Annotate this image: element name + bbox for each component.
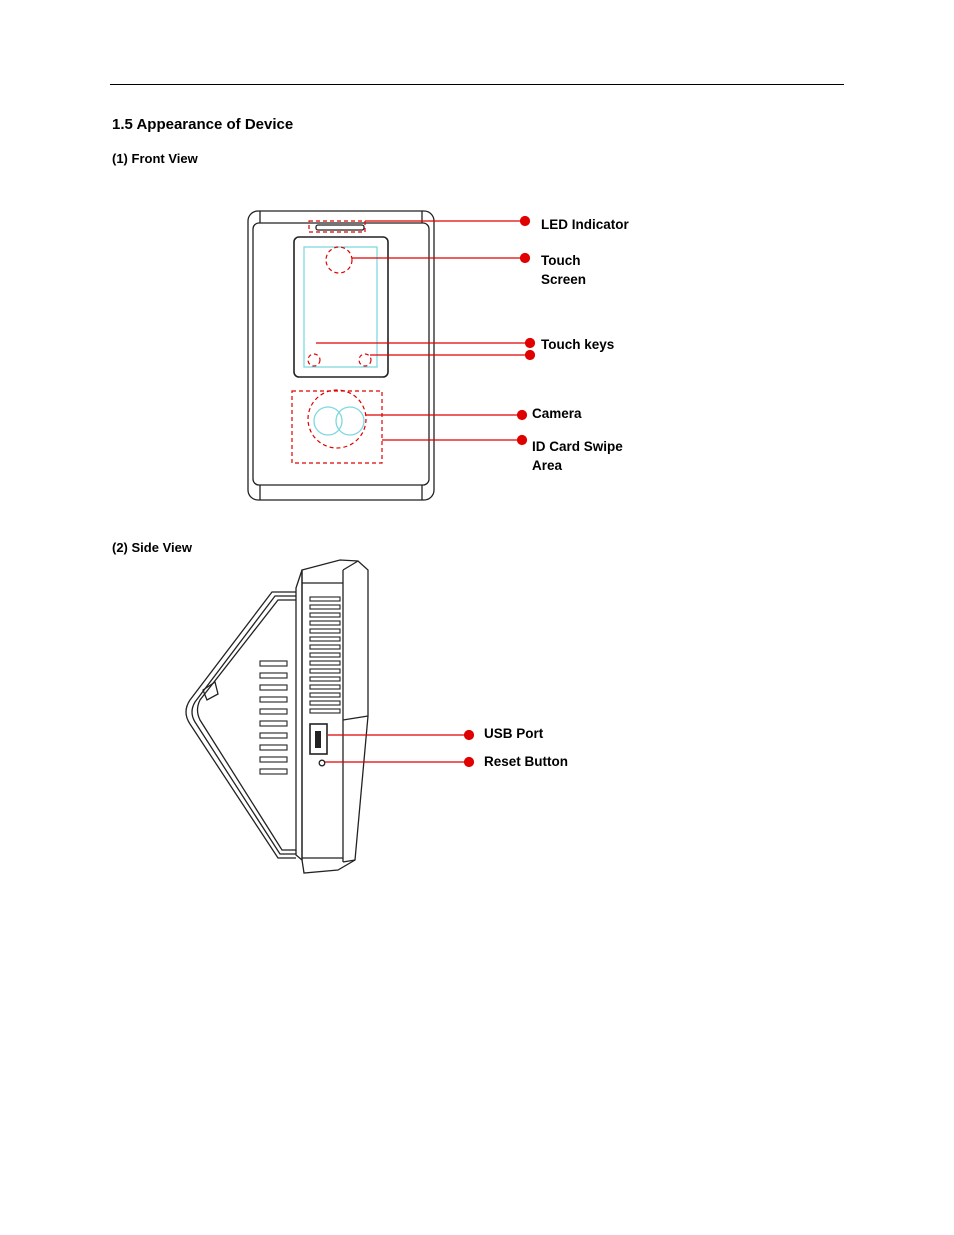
- touch-screen-region: [325, 246, 353, 274]
- touch-key-left-region: [307, 353, 321, 367]
- camera-region: [307, 389, 367, 449]
- section-title: 1.5 Appearance of Device: [112, 116, 294, 133]
- id-card-label-line2: Area: [532, 458, 563, 473]
- usb-port-label: USB Port: [484, 726, 544, 741]
- front-view-device: [247, 210, 435, 501]
- front-view-title: (1) Front View: [112, 151, 198, 166]
- header-rule: [110, 84, 844, 85]
- id-card-label-line1: ID Card Swipe: [532, 439, 623, 454]
- reset-button-label: Reset Button: [484, 754, 568, 769]
- side-view-device: [185, 559, 369, 874]
- camera-label: Camera: [532, 406, 582, 421]
- touch-keys-label: Touch keys: [541, 337, 615, 352]
- touch-key-right-region: [358, 353, 372, 367]
- front-view-callouts: [316, 215, 536, 446]
- led-indicator-label: LED Indicator: [541, 217, 629, 232]
- touch-screen-label-line1: Touch: [541, 253, 581, 268]
- touch-screen-label-line2: Screen: [541, 272, 587, 287]
- side-view-callouts: [325, 729, 475, 768]
- led-indicator-region: [308, 220, 366, 233]
- side-view-title: (2) Side View: [112, 540, 192, 555]
- id-card-area-region: [291, 390, 383, 464]
- front-view-highlights: [291, 220, 383, 464]
